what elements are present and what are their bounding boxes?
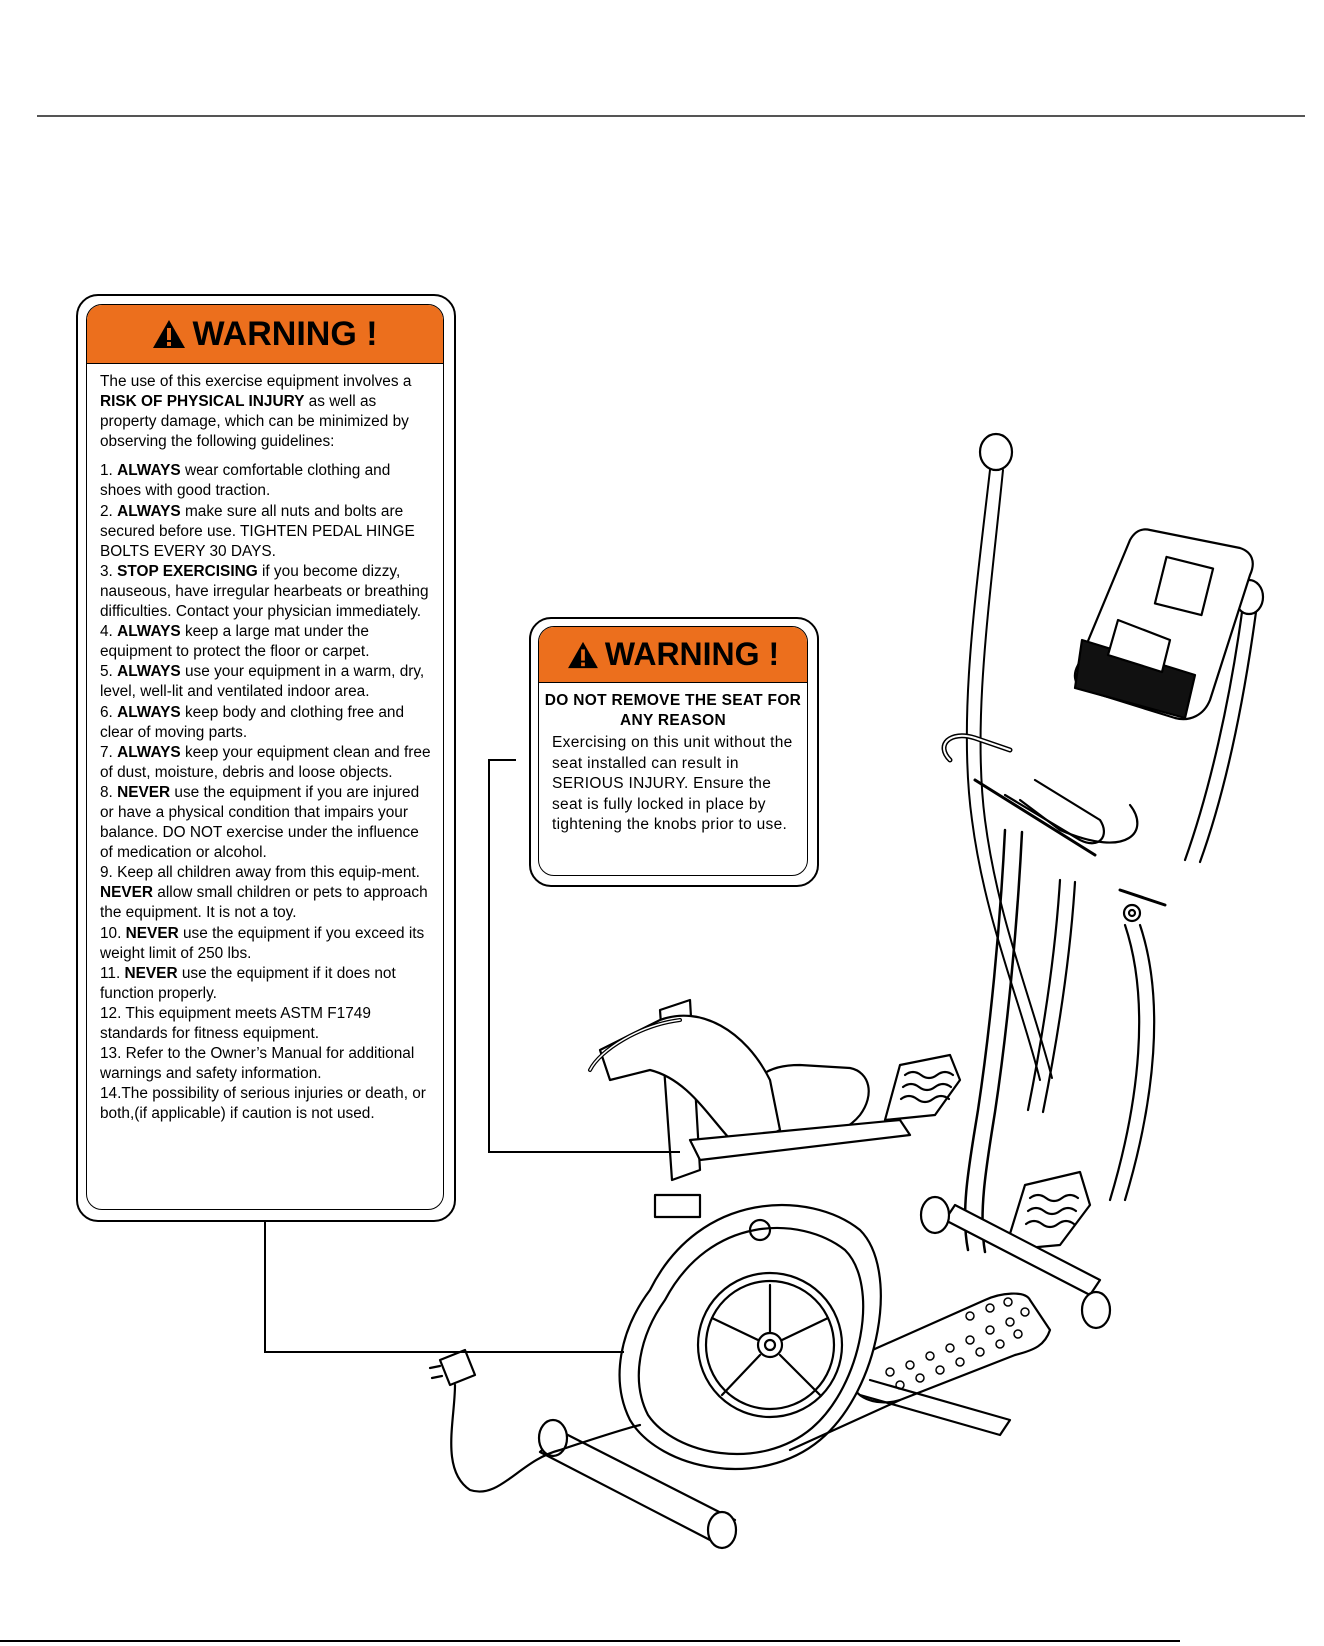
warning-label-main-inner: WARNING ! The use of this exercise equip… [86, 304, 444, 1210]
item-text: use the equipment if you exceed its weig… [100, 924, 425, 962]
item-emphasis: NEVER [117, 783, 171, 801]
leader-line-main-vertical [264, 1218, 266, 1352]
item-emphasis: ALWAYS [117, 663, 181, 681]
warning-item: 8. NEVER use the equipment if you are in… [100, 783, 433, 863]
warning-item: 11. NEVER use the equipment if it does n… [100, 964, 433, 1004]
warning-item: 4. ALWAYS keep a large mat under the equ… [100, 622, 433, 662]
warning-intro: The use of this exercise equipment invol… [100, 372, 433, 452]
item-emphasis: ALWAYS [117, 623, 181, 641]
warning-header: WARNING ! [87, 305, 443, 364]
item-emphasis: ALWAYS [117, 743, 181, 761]
item-text: use your equipment in a warm, dry, level… [100, 663, 425, 701]
item-text: use the equipment if it does not functio… [100, 964, 396, 1002]
intro-text-tail: as well as property damage, which can be… [100, 393, 409, 451]
leader-line-seat-horizontal-bottom [488, 1151, 680, 1153]
seat-warning-heading: WARNING ! [604, 636, 780, 672]
intro-text: The use of this exercise equipment invol… [100, 373, 412, 390]
warning-item: 10. NEVER use the equipment if you excee… [100, 924, 433, 964]
warning-item: 13. Refer to the Owner’s Manual for addi… [100, 1044, 433, 1084]
item-text: keep your equipment clean and free of du… [100, 743, 431, 781]
item-num: 12. This equipment meets ASTM F1749 stan… [100, 1004, 371, 1042]
seat-warning-body: Exercising on this unit without the seat… [552, 734, 793, 833]
leader-line-main-horizontal [264, 1351, 624, 1353]
item-text: use the equipment if you are injured or … [100, 783, 420, 862]
warning-item: 12. This equipment meets ASTM F1749 stan… [100, 1004, 433, 1044]
intro-emphasis: RISK OF PHYSICAL INJURY [100, 393, 305, 411]
seat-warning-header: WARNING ! [539, 627, 807, 683]
warning-item: 7. ALWAYS keep your equipment clean and … [100, 743, 433, 783]
header-rule [37, 115, 1305, 117]
item-text: make sure all nuts and bolts are secured… [100, 502, 415, 560]
item-num: 5. [100, 663, 118, 681]
leader-line-seat-horizontal-top [488, 759, 516, 761]
item-num: 8. [100, 783, 118, 801]
item-num: 7. [100, 743, 118, 761]
warning-item: 9. Keep all children away from this equi… [100, 863, 433, 923]
warning-item: 14.The possibility of serious injuries o… [100, 1084, 433, 1124]
item-num: 14.The possibility of serious injuries o… [100, 1085, 426, 1123]
item-emphasis: ALWAYS [117, 502, 181, 520]
item-emphasis: ALWAYS [117, 462, 181, 480]
item-emphasis: NEVER [125, 924, 179, 942]
item-emphasis: NEVER [100, 884, 154, 902]
warning-item: 2. ALWAYS make sure all nuts and bolts a… [100, 502, 433, 562]
warning-item: 5. ALWAYS use your equipment in a warm, … [100, 662, 433, 702]
item-text: keep a large mat under the equipment to … [100, 623, 370, 661]
warning-triangle-icon [567, 641, 598, 668]
item-emphasis: NEVER [124, 964, 178, 982]
item-num: 9. Keep all children away from this equi… [100, 864, 420, 882]
item-emphasis: STOP EXERCISING [117, 562, 258, 580]
warning-label-seat: WARNING ! DO NOT REMOVE THE SEAT FOR ANY… [529, 617, 819, 887]
warning-label-main: WARNING ! The use of this exercise equip… [76, 294, 456, 1222]
item-text: allow small children or pets to approach… [100, 884, 428, 922]
warning-item: 1. ALWAYS wear comfortable clothing and … [100, 461, 433, 501]
warning-label-seat-inner: WARNING ! DO NOT REMOVE THE SEAT FOR ANY… [538, 626, 808, 876]
warning-heading: WARNING ! [192, 314, 378, 353]
item-num: 11. [100, 964, 125, 982]
item-num: 6. [100, 703, 118, 721]
item-num: 10. [100, 924, 126, 942]
item-text: keep body and clothing free and clear of… [100, 703, 405, 741]
seat-warning-subheading: DO NOT REMOVE THE SEAT FOR ANY REASON [544, 692, 802, 729]
warning-item: 3. STOP EXERCISING if you become dizzy, … [100, 562, 433, 622]
item-emphasis: ALWAYS [117, 703, 181, 721]
item-num: 4. [100, 623, 118, 641]
item-num: 1. [100, 462, 118, 480]
footer-rule [0, 1640, 1180, 1642]
item-text: wear comfortable clothing and shoes with… [100, 462, 391, 500]
item-num: 2. [100, 502, 118, 520]
warning-triangle-icon [153, 320, 186, 348]
warning-body: The use of this exercise equipment invol… [87, 364, 443, 1124]
item-text: if you become dizzy, nauseous, have irre… [100, 562, 429, 621]
item-num: 3. [100, 562, 118, 580]
warning-item: 6. ALWAYS keep body and clothing free an… [100, 703, 433, 743]
leader-line-seat-vertical [488, 759, 490, 1152]
item-num: 13. Refer to the Owner’s Manual for addi… [100, 1045, 415, 1083]
